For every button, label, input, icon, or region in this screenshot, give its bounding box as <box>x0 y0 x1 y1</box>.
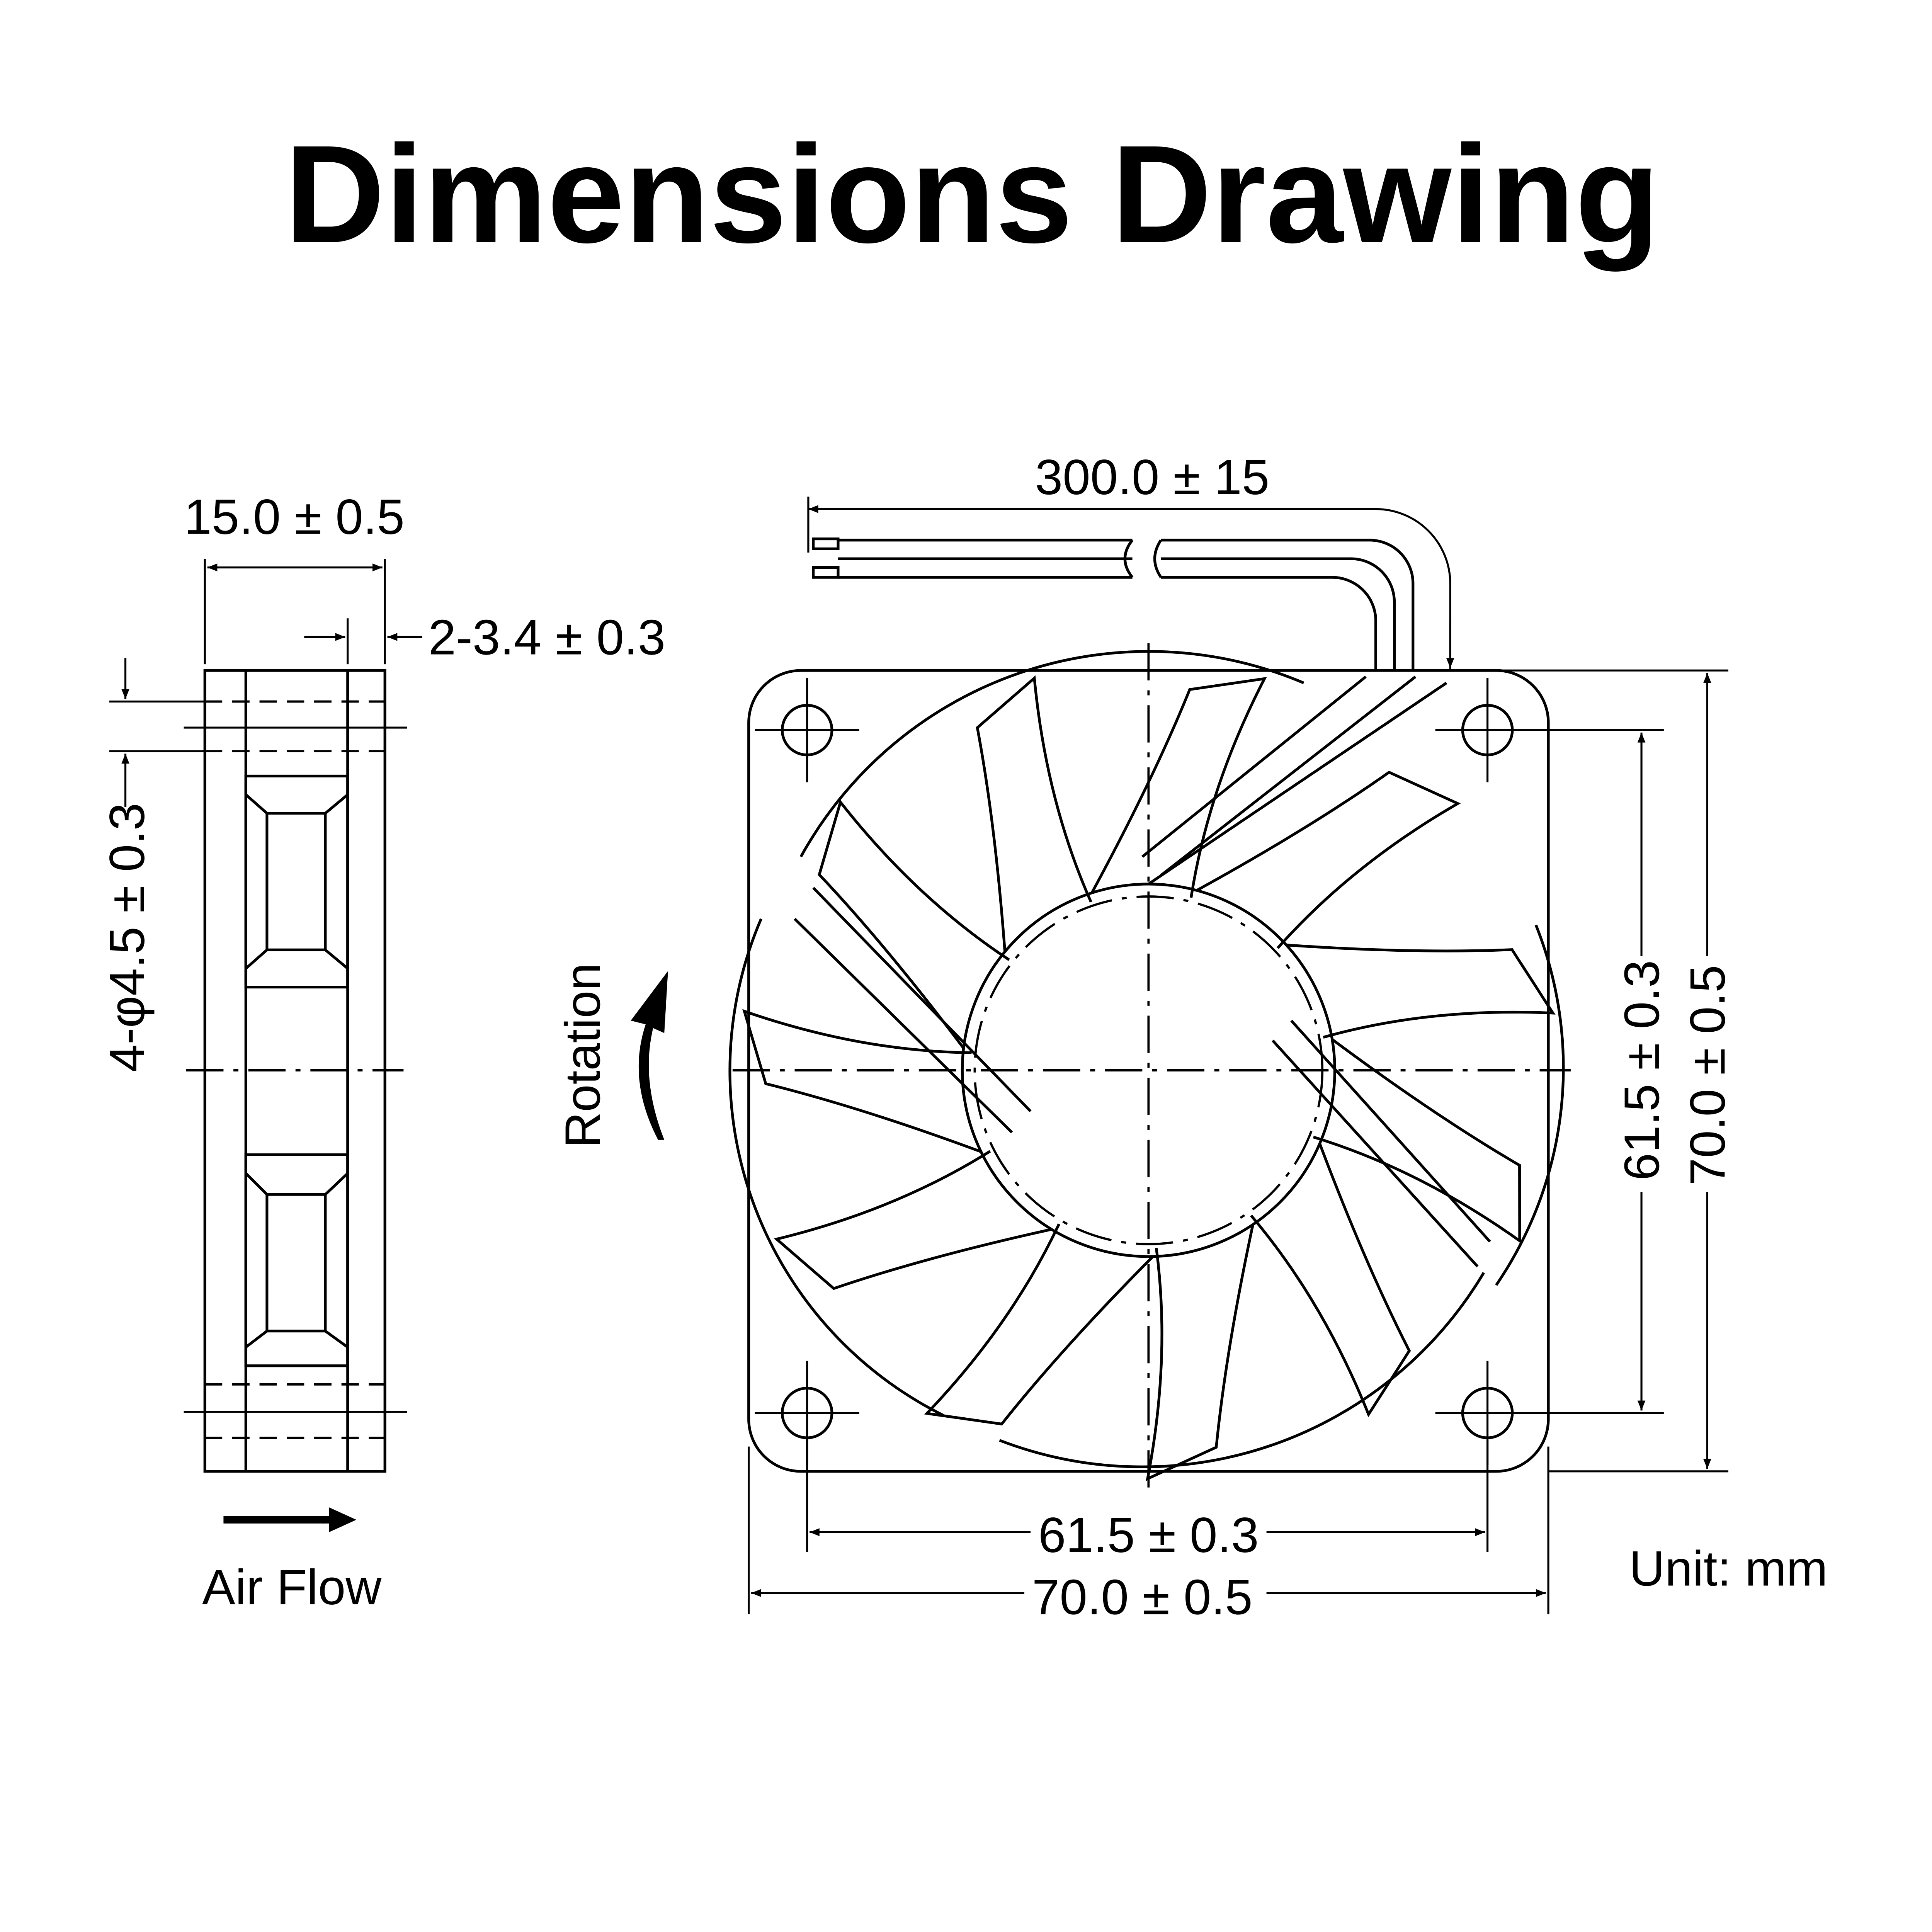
fan-blade <box>1146 1224 1254 1481</box>
hole-spacing-horizontal-label: 61.5 ± 0.3 <box>1038 1508 1259 1563</box>
side-window-top <box>244 774 349 989</box>
fan-blade <box>976 675 1092 952</box>
side-width-label: 15.0 ± 0.5 <box>184 490 405 545</box>
width-horizontal-label: 70.0 ± 0.5 <box>1032 1570 1253 1625</box>
front-view: 300.0 ± 15 Rotation 61.5 ± 0.3 70.0 ± 0.… <box>555 450 1735 1625</box>
frame-strut <box>794 675 1491 1268</box>
rotation-label: Rotation <box>555 963 611 1148</box>
airflow-label: Air Flow <box>202 1560 382 1615</box>
fan-blade <box>774 1150 1052 1290</box>
hole-diameter-label: 4-φ4.5 ± 0.3 <box>100 803 155 1072</box>
fan-blade <box>1286 944 1556 1039</box>
flange-thickness-label: 2-3.4 ± 0.3 <box>429 610 666 665</box>
hub-circle <box>973 895 1324 1245</box>
fan-blade <box>1250 1143 1411 1418</box>
unit-label: Unit: mm <box>1629 1541 1828 1596</box>
fan-blade <box>742 1009 982 1153</box>
fan-blade <box>818 799 1010 1049</box>
cable <box>807 497 1454 671</box>
mounting-hole <box>755 678 859 782</box>
cable-length-label: 300.0 ± 15 <box>1035 450 1270 505</box>
fan-blade <box>1196 770 1461 949</box>
fan-blade <box>924 1223 1154 1426</box>
hole-spacing-vertical-label: 61.5 ± 0.3 <box>1614 960 1670 1181</box>
fan-blade <box>1090 677 1267 898</box>
side-window-bottom <box>244 1153 349 1367</box>
page-title: Dimensions Drawing <box>284 117 1660 273</box>
side-view: 15.0 ± 0.5 2-3.4 ± 0.3 4-φ4.5 ± 0.3 Air … <box>100 490 665 1615</box>
rotation-arrow-icon <box>631 971 668 1140</box>
width-vertical-label: 70.0 ± 0.5 <box>1680 965 1735 1185</box>
